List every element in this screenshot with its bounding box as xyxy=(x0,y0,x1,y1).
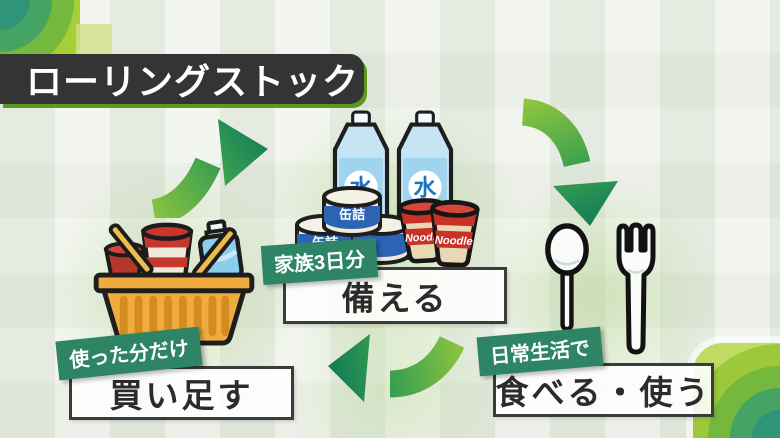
basket-handle xyxy=(108,223,154,276)
noodle-label: Noodle xyxy=(405,231,442,245)
fork-icon xyxy=(616,222,656,355)
water-label: 水 xyxy=(414,174,438,200)
shopping-basket-icon xyxy=(93,219,255,346)
can-label: 缶詰 xyxy=(339,207,365,222)
action-box-restock: 買い足す xyxy=(69,366,294,420)
title-banner: ローリングストック xyxy=(0,54,364,104)
basket-striped-cup-icon xyxy=(140,222,194,282)
arrow-use-to-restock-icon xyxy=(328,334,465,402)
noodle-label: Noodle xyxy=(435,235,473,248)
tag-family-supply: 家族3日分 xyxy=(260,238,379,285)
corner-tile-accent xyxy=(76,24,112,56)
spoon-icon xyxy=(545,223,589,332)
cup-noodle-icon: Noodle xyxy=(430,199,480,268)
action-box-consume: 食べる・使う xyxy=(493,363,714,417)
arrow-restock-to-stock-icon xyxy=(150,119,268,218)
page-title: ローリングストック xyxy=(26,61,360,102)
corner-rings-top-left xyxy=(0,0,80,58)
canned-food-icon: 缶詰 xyxy=(322,186,382,237)
arrow-stock-to-use-icon xyxy=(521,98,618,226)
